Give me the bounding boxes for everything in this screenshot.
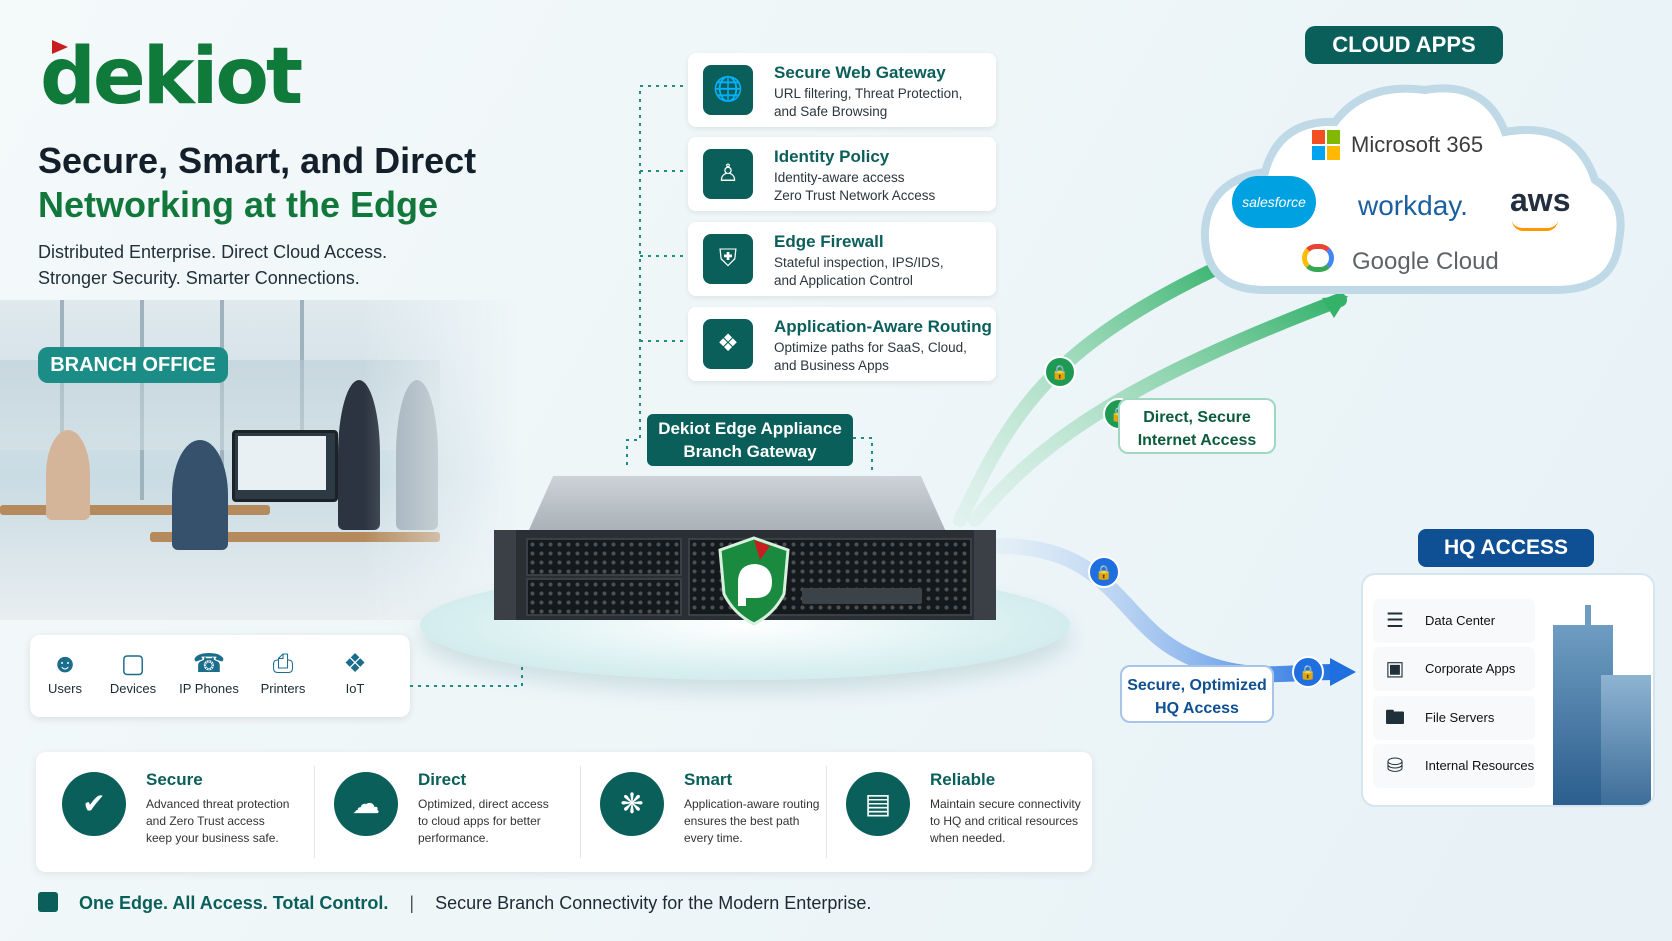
footer-text: Secure Branch Connectivity for the Moder…: [435, 893, 872, 913]
network-icon: ❋: [600, 772, 664, 836]
feature-connector: [410, 85, 873, 687]
google-cloud-icon: [1302, 244, 1334, 272]
bar-chart-icon: ▤: [846, 772, 910, 836]
headline-line1: Secure, Smart, and Direct: [38, 140, 477, 181]
lock-icon: [38, 892, 58, 912]
dekiot-shield-icon: [718, 536, 790, 626]
device-iot: ❖ IoT: [320, 645, 390, 696]
server-icon: ☰: [1386, 610, 1404, 632]
hq-item-internal-resources: ⛁ Internal Resources: [1373, 744, 1535, 788]
subheadline-2: Stronger Security. Smarter Connections.: [38, 268, 360, 288]
printer-icon: ⎙: [272, 648, 294, 678]
hq-access-header: HQ ACCESS: [1418, 529, 1594, 567]
user-badge-icon: ♙: [703, 149, 753, 199]
branch-devices: ☻ Users ▢ Devices ☎ IP Phones ⎙ Printers…: [30, 635, 410, 717]
lock-icon: 🔒: [1088, 556, 1120, 588]
cloud-icon: ☁: [334, 772, 398, 836]
app-microsoft-365: Microsoft 365: [1351, 132, 1484, 157]
app-google-cloud: Google Cloud: [1352, 248, 1499, 275]
footer: One Edge. All Access. Total Control. | S…: [38, 892, 871, 914]
user-icon: ☻: [51, 648, 79, 678]
feature-application-aware-routing: ❖ Application-Aware Routing Optimize pat…: [688, 307, 996, 381]
brand-logo: dekiot: [40, 32, 303, 122]
hq-panel: ☰ Data Center ▣ Corporate Apps 🖿 File Se…: [1361, 573, 1655, 807]
lock-icon: 🔒: [1044, 356, 1076, 388]
footer-separator: |: [409, 893, 415, 913]
globe-icon: 🌐: [703, 65, 753, 115]
cloud-arrow-1: [953, 255, 1237, 527]
app-salesforce: salesforce: [1232, 176, 1316, 228]
shield-check-icon: ✔: [62, 772, 126, 836]
feature-secure-web-gateway: 🌐 Secure Web Gateway URL filtering, Thre…: [688, 53, 996, 127]
device-users: ☻ Users: [30, 645, 100, 696]
app-window-icon: ▣: [1385, 658, 1405, 680]
hq-item-data-center: ☰ Data Center: [1373, 599, 1535, 643]
headline-line2: Networking at the Edge: [38, 184, 439, 225]
routing-icon: ❖: [703, 319, 753, 369]
folder-icon: 🖿: [1385, 707, 1405, 729]
device-devices: ▢ Devices: [98, 645, 168, 696]
hq-item-corporate-apps: ▣ Corporate Apps: [1373, 647, 1535, 691]
shield-icon: ⛨: [703, 234, 753, 284]
wireless-icon: ❖: [343, 648, 367, 678]
laptop-icon: ▢: [120, 648, 146, 678]
hq-arrow: [992, 538, 1343, 683]
app-aws: aws: [1510, 182, 1571, 218]
branch-office-photo: [0, 300, 520, 620]
feature-edge-firewall: ⛨ Edge Firewall Stateful inspection, IPS…: [688, 222, 996, 296]
cloud-shape: [1200, 84, 1625, 294]
footer-tagline: One Edge. All Access. Total Control.: [79, 893, 389, 913]
cloud-apps-label: CLOUD APPS: [1305, 26, 1503, 64]
hq-item-file-servers: 🖿 File Servers: [1373, 696, 1535, 740]
device-printers: ⎙ Printers: [248, 645, 318, 696]
device-ip-phones: ☎ IP Phones: [174, 645, 244, 696]
database-icon: ⛁: [1386, 755, 1404, 777]
branch-office-label: BRANCH OFFICE: [38, 347, 228, 383]
subheadline-1: Distributed Enterprise. Direct Cloud Acc…: [38, 242, 388, 262]
appliance-chassis-top: [528, 476, 946, 532]
app-workday: workday.: [1358, 190, 1468, 221]
phone-icon: ☎: [192, 648, 226, 678]
microsoft-logo-icon: [1312, 130, 1340, 160]
lock-icon: 🔒: [1292, 656, 1324, 688]
aws-smile-icon: [1512, 220, 1558, 231]
